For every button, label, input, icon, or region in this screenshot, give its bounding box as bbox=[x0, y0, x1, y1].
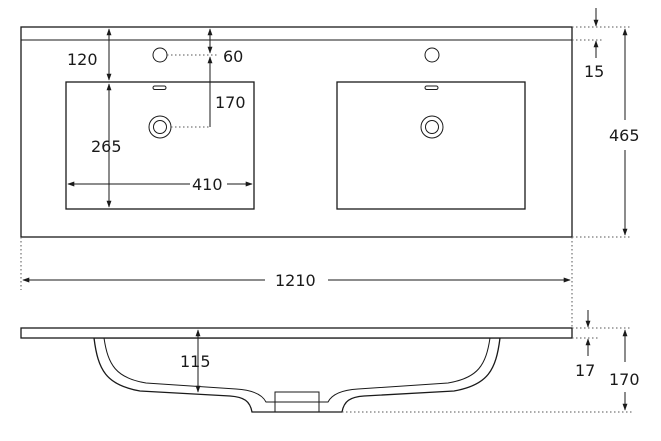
left-drain-inner-icon bbox=[153, 120, 167, 134]
dim-label-60: 60 bbox=[223, 47, 243, 66]
dim-label-170-top: 170 bbox=[215, 93, 246, 112]
dim-label-120: 120 bbox=[67, 50, 98, 69]
dim-label-465: 465 bbox=[609, 126, 640, 145]
width-dimension: 1210 bbox=[20, 237, 573, 330]
dim-label-1210: 1210 bbox=[275, 271, 316, 290]
countertop-outline bbox=[20, 26, 573, 238]
bowl-inner-line bbox=[103, 337, 491, 403]
top-view: 120 60 170 265 410 15 465 bbox=[20, 8, 640, 238]
dim-label-410: 410 bbox=[192, 175, 223, 194]
right-drain-inner-icon bbox=[425, 120, 439, 134]
right-drain-outer-icon bbox=[420, 115, 444, 139]
dim-label-17: 17 bbox=[575, 361, 595, 380]
dim-label-265: 265 bbox=[91, 137, 122, 156]
side-view: 115 17 170 bbox=[20, 310, 640, 413]
right-basin-outline bbox=[336, 81, 526, 210]
dim-label-115: 115 bbox=[180, 352, 211, 371]
bowl-section bbox=[93, 337, 501, 413]
dim-label-170-side: 170 bbox=[609, 370, 640, 389]
right-tap-hole-icon bbox=[424, 47, 440, 63]
dim-label-15: 15 bbox=[584, 62, 604, 81]
left-basin-outline bbox=[65, 81, 255, 210]
drain-outlet bbox=[274, 391, 320, 413]
countertop-section bbox=[20, 327, 573, 339]
left-drain-outer-icon bbox=[148, 115, 172, 139]
left-overflow-slot-icon bbox=[152, 85, 167, 90]
left-tap-hole-icon bbox=[152, 47, 168, 63]
right-overflow-slot-icon bbox=[424, 85, 439, 90]
